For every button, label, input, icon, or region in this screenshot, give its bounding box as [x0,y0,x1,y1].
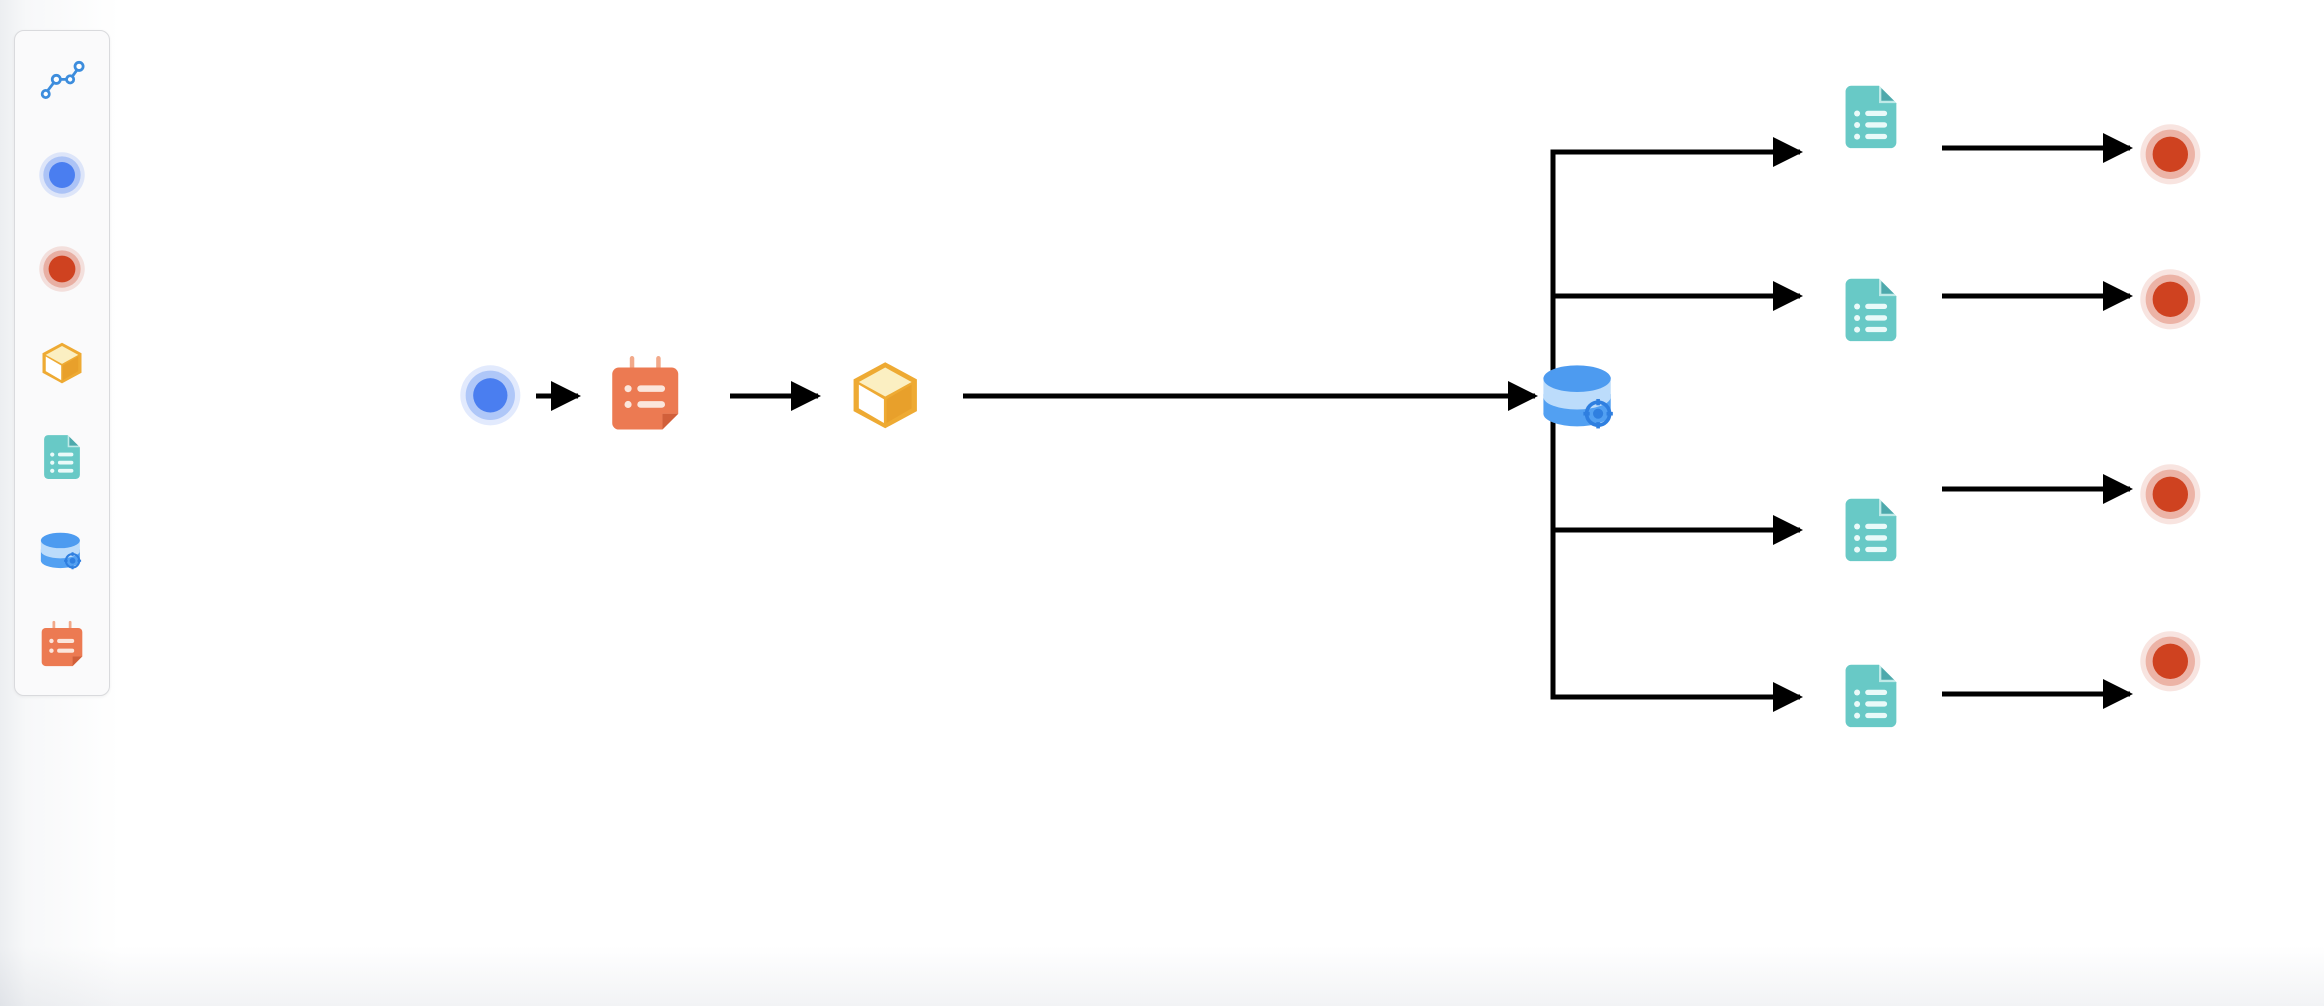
blue-database-icon [36,525,88,577]
palette-item-schedule[interactable] [26,609,98,681]
teal-document-node[interactable] [1833,492,1909,568]
palette-item-document[interactable] [26,421,98,493]
blue-circle-node[interactable] [455,360,525,430]
blue-database-icon [1535,352,1625,442]
orange-calendar-icon [36,619,88,671]
blue-circle-icon [36,149,88,201]
red-circle-icon [2136,120,2205,189]
red-circle-node[interactable] [2135,119,2205,189]
palette-item-graph[interactable] [26,45,98,117]
red-circle-node[interactable] [2135,626,2205,696]
orange-cube-icon [843,353,927,437]
red-circle-icon [2136,265,2205,334]
node-palette[interactable] [14,30,110,696]
orange-cube-node[interactable] [842,352,928,438]
graph-nodes-icon [36,55,88,107]
palette-item-source[interactable] [26,139,98,211]
red-circle-icon [2136,460,2205,529]
teal-document-icon [1834,493,1908,567]
red-circle-node[interactable] [2135,264,2205,334]
palette-item-sink[interactable] [26,233,98,305]
teal-document-node[interactable] [1833,658,1909,734]
teal-document-icon [1834,80,1908,154]
red-circle-node[interactable] [2135,459,2205,529]
teal-document-icon [1834,273,1908,347]
blue-database-node[interactable] [1534,351,1626,443]
teal-document-icon [36,431,88,483]
palette-item-database[interactable] [26,515,98,587]
orange-calendar-icon [603,353,687,437]
teal-document-node[interactable] [1833,79,1909,155]
orange-cube-icon [36,337,88,389]
teal-document-icon [1834,659,1908,733]
orange-calendar-node[interactable] [602,352,688,438]
red-circle-icon [36,243,88,295]
red-circle-icon [2136,627,2205,696]
palette-item-package[interactable] [26,327,98,399]
blue-circle-icon [456,361,525,430]
teal-document-node[interactable] [1833,272,1909,348]
